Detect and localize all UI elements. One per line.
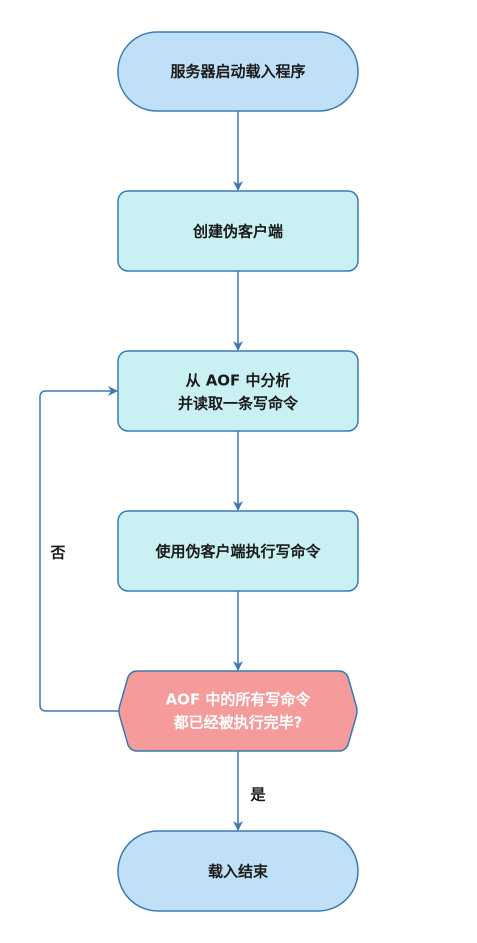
node-read-command-line1: 从 AOF 中分析 — [185, 372, 290, 390]
node-execute-command — [117, 510, 359, 592]
node-start-label: 服务器启动载入程序 — [170, 63, 305, 81]
node-read-command — [117, 350, 359, 432]
node-create-client — [117, 190, 359, 272]
edge-label-no: 否 — [49, 544, 65, 562]
node-end — [117, 830, 359, 912]
node-execute-command-label: 使用伪客户端执行写命令 — [154, 543, 321, 561]
node-decision-line2: 都已经被执行完毕? — [173, 714, 303, 732]
node-decision — [118, 670, 358, 752]
node-start — [117, 31, 359, 112]
node-end-label: 载入结束 — [208, 863, 269, 881]
node-decision-line1: AOF 中的所有写命令 — [166, 691, 312, 709]
node-create-client-label: 创建伪客户端 — [192, 223, 283, 241]
edge-decision-loop-back — [39, 386, 120, 712]
edge-label-yes: 是 — [249, 786, 266, 804]
node-read-command-line2: 并读取一条写命令 — [178, 395, 299, 413]
